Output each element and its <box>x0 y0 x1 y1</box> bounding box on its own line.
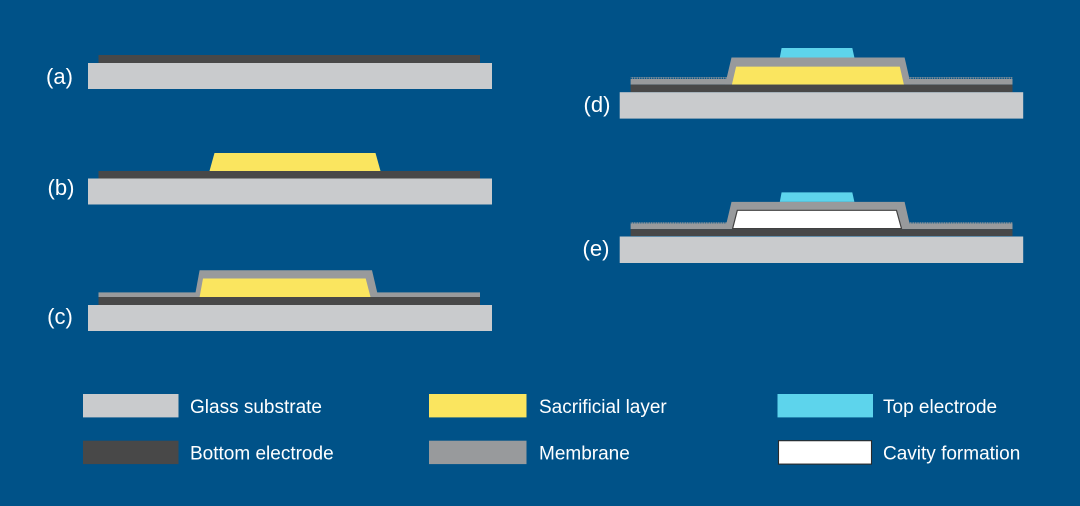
svg-text:(c): (c) <box>47 304 73 329</box>
svg-text:Sacrificial layer: Sacrificial layer <box>539 397 667 418</box>
svg-text:Bottom electrode: Bottom electrode <box>190 444 334 465</box>
svg-text:Glass substrate: Glass substrate <box>190 397 322 418</box>
svg-text:Cavity formation: Cavity formation <box>883 444 1020 465</box>
svg-text:(a): (a) <box>46 64 73 89</box>
svg-text:Membrane: Membrane <box>539 444 630 465</box>
svg-text:(e): (e) <box>583 236 610 261</box>
svg-text:(d): (d) <box>584 92 611 117</box>
svg-text:(b): (b) <box>48 175 75 200</box>
svg-text:Top electrode: Top electrode <box>883 397 997 418</box>
